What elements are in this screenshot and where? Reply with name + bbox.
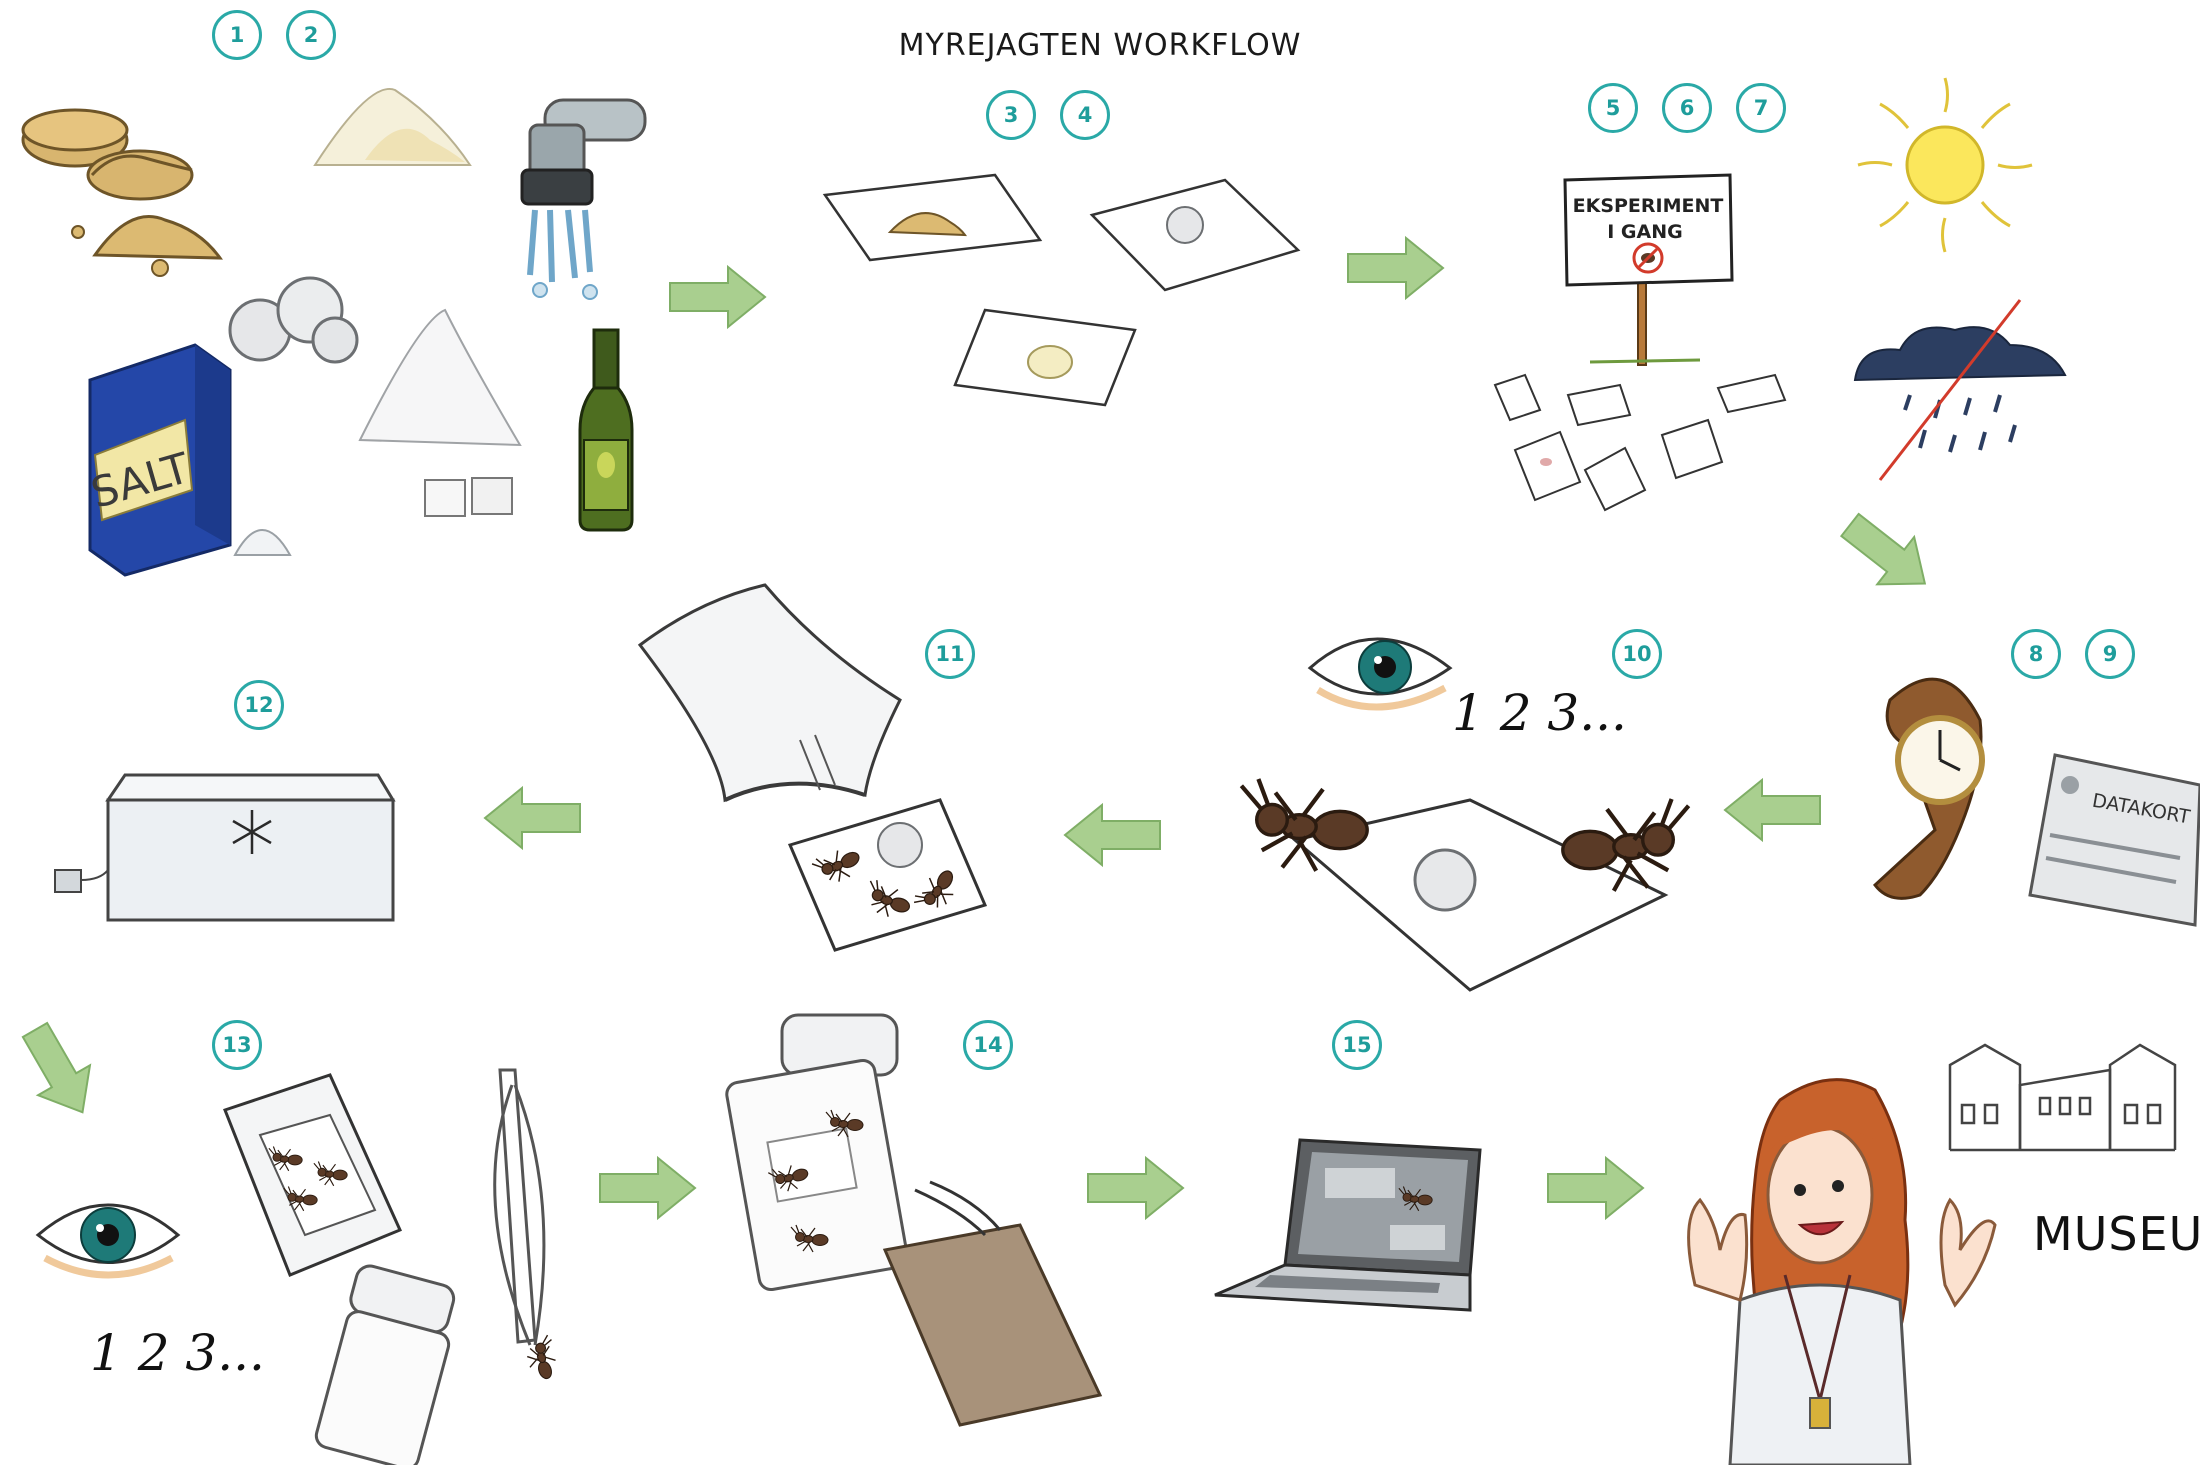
person-icon bbox=[1687, 1078, 1997, 1465]
museum-building-icon bbox=[1948, 1043, 2177, 1152]
oil-bottle-icon bbox=[578, 328, 634, 532]
cotton-icon bbox=[228, 276, 359, 364]
count-bottom: 1 2 3... bbox=[90, 1324, 265, 1382]
forceps-icon bbox=[493, 1068, 546, 1346]
sign-line-2: I GANG bbox=[1607, 221, 1682, 243]
powder-icon bbox=[313, 87, 472, 166]
salt-box-icon: SALT bbox=[86, 343, 292, 577]
step-badge: 6 bbox=[1662, 83, 1712, 133]
step-badge: 12 bbox=[234, 680, 284, 730]
vial-icon bbox=[725, 1013, 909, 1292]
watch-icon bbox=[1872, 677, 1985, 900]
step-badge: 2 bbox=[286, 10, 336, 60]
sugar-icon bbox=[358, 308, 522, 517]
step-badge: 5 bbox=[1588, 83, 1638, 133]
eye-icon bbox=[1307, 637, 1453, 711]
tap-icon bbox=[520, 98, 647, 300]
page-title: MYREJAGTEN WORKFLOW bbox=[898, 28, 1302, 63]
step-badge: 13 bbox=[212, 1020, 262, 1070]
step-badge: 10 bbox=[1612, 629, 1662, 679]
snowflake-icon bbox=[232, 810, 272, 854]
step-badge: 9 bbox=[2085, 629, 2135, 679]
plastic-bag-icon bbox=[223, 1073, 403, 1277]
eye-icon bbox=[35, 1203, 181, 1279]
bread-icon bbox=[21, 108, 223, 277]
step-badge: 11 bbox=[925, 629, 975, 679]
step-badge: 15 bbox=[1332, 1020, 1382, 1070]
laptop-icon bbox=[1214, 1138, 1482, 1312]
step-badge: 4 bbox=[1060, 90, 1110, 140]
step-badge: 3 bbox=[986, 90, 1036, 140]
bait-card-icon bbox=[787, 798, 988, 952]
step-badge: 1 bbox=[212, 10, 262, 60]
bait-card-icon bbox=[1493, 373, 1787, 512]
ant-icon bbox=[1241, 779, 1688, 992]
step-badge: 14 bbox=[963, 1020, 1013, 1070]
rain-cloud-icon bbox=[1853, 299, 2067, 481]
vial-icon bbox=[314, 1264, 456, 1465]
count-top: 1 2 3... bbox=[1452, 684, 1627, 742]
step-badge: 8 bbox=[2011, 629, 2061, 679]
bait-card-icon bbox=[822, 173, 1301, 407]
envelope-icon bbox=[882, 1180, 1103, 1427]
sun-icon bbox=[1857, 77, 2033, 253]
sign-line-1: EKSPERIMENT bbox=[1573, 195, 1724, 217]
sign-icon: EKSPERIMENT I GANG bbox=[1563, 173, 1734, 366]
flow-arrows bbox=[21, 235, 1927, 1221]
freezer-icon bbox=[54, 773, 396, 922]
datakort-card-icon: DATAKORT bbox=[2028, 753, 2200, 927]
step-badge: 7 bbox=[1736, 83, 1786, 133]
plastic-bag-icon bbox=[637, 583, 902, 803]
museum-label: MUSEUM bbox=[2033, 1207, 2200, 1261]
